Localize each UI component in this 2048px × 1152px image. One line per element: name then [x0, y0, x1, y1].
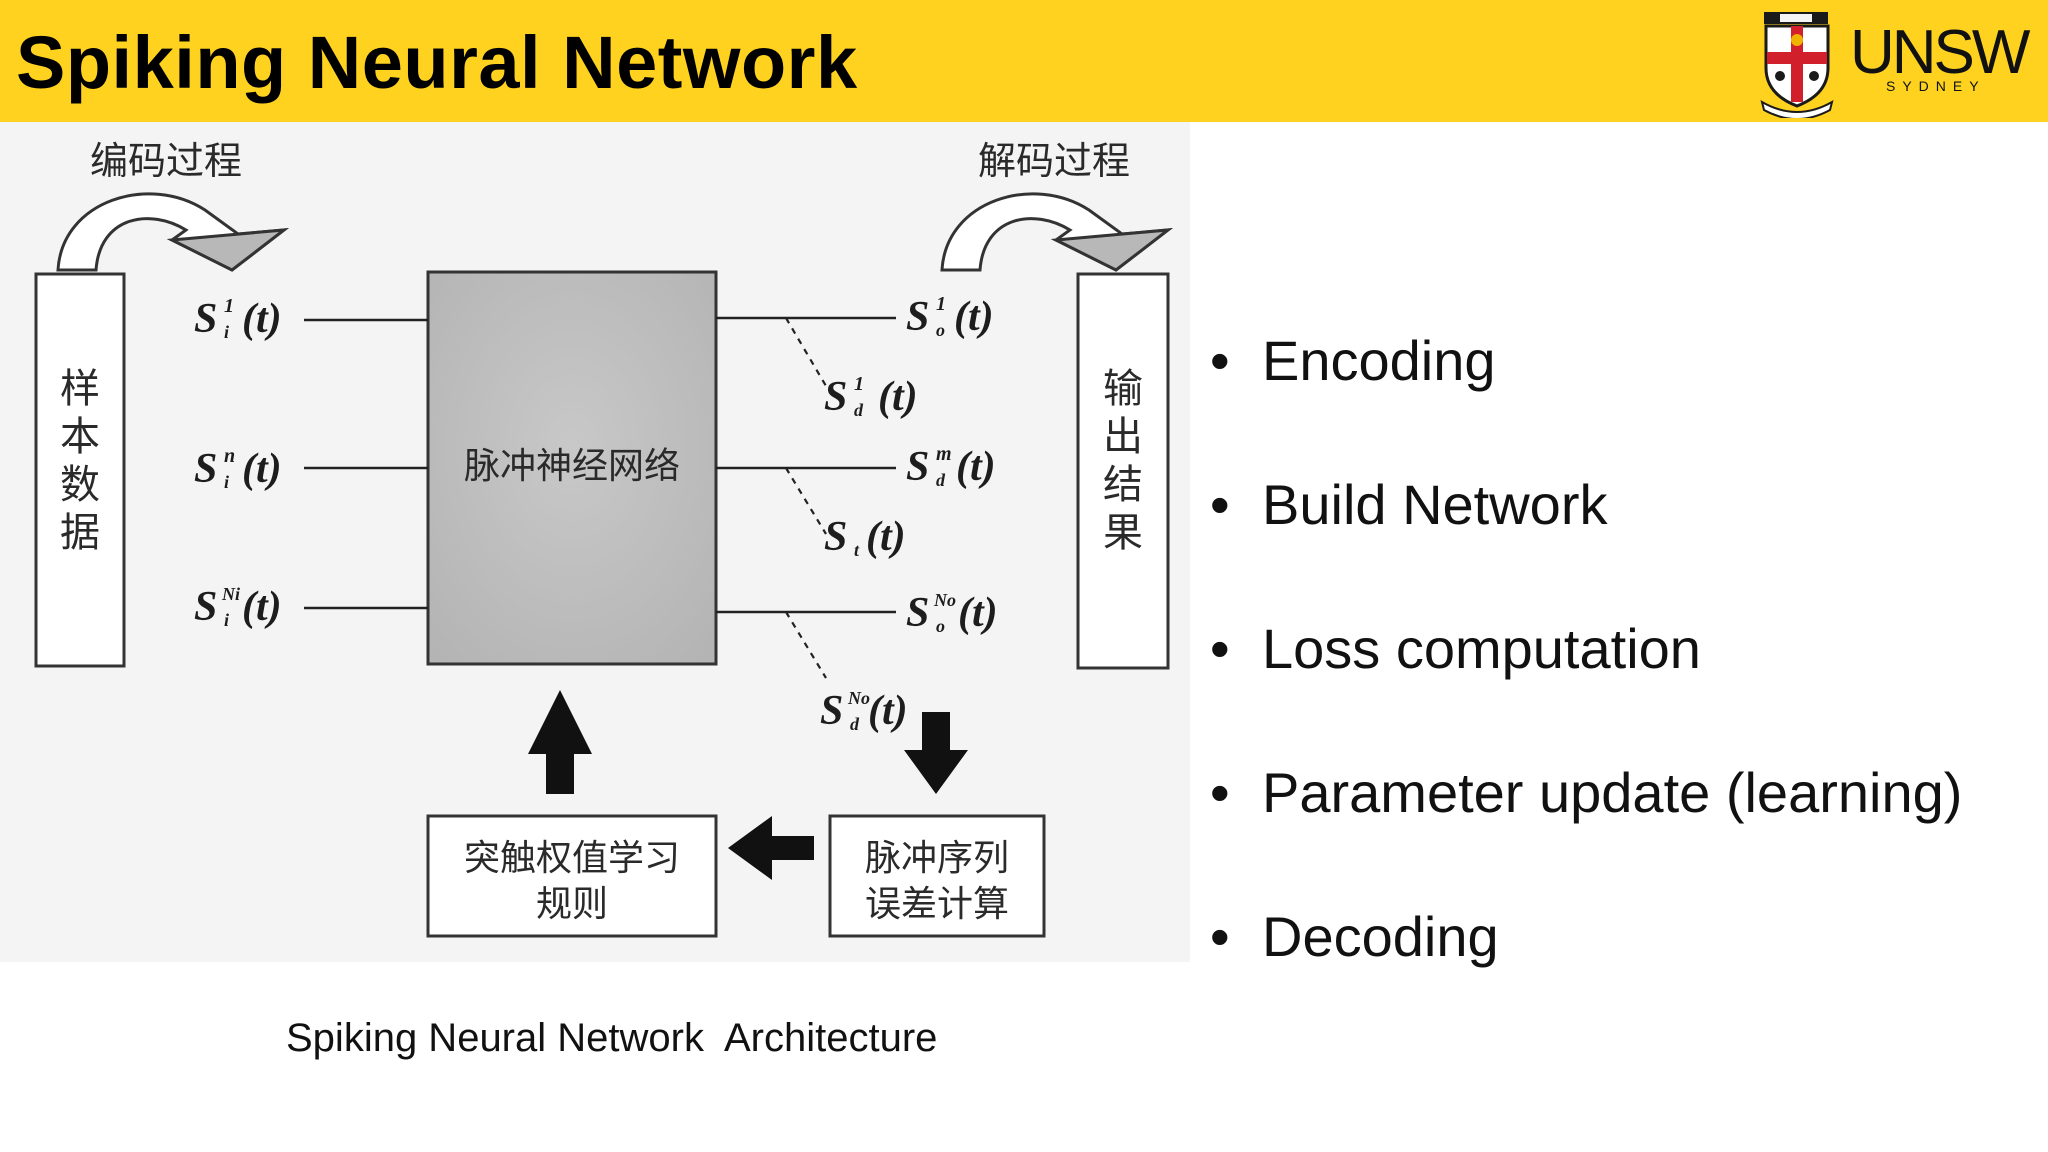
logo-wordmark: UNSW — [1850, 18, 2030, 87]
svg-text:No: No — [933, 590, 956, 610]
learning-rule-line1: 突触权值学习 — [464, 838, 680, 879]
bullet-text: Encoding — [1262, 329, 1496, 392]
svg-text:1: 1 — [854, 373, 864, 395]
learning-rule-line2: 规则 — [536, 884, 608, 925]
output-box-char: 出 — [1103, 414, 1143, 460]
svg-text:S: S — [906, 294, 929, 340]
encoding-arrow-icon — [56, 192, 289, 272]
svg-text:(t): (t) — [956, 444, 996, 490]
bullet-text: Parameter update (learning) — [1262, 761, 1963, 824]
svg-text:i: i — [224, 610, 229, 630]
spiking-network-box — [426, 270, 718, 666]
input-sample-box — [34, 272, 126, 668]
input-box-char: 本 — [60, 414, 100, 460]
output-spike-no: S No o (t) — [906, 590, 998, 636]
bullet-icon: • — [1210, 473, 1230, 536]
svg-text:(t): (t) — [866, 514, 906, 560]
desired-spike-no: S No d (t) — [820, 688, 908, 734]
encoding-process-label: 编码过程 — [90, 139, 242, 183]
output-lines — [716, 316, 896, 614]
svg-text:(t): (t) — [878, 374, 918, 420]
bullet-icon: • — [1210, 761, 1230, 824]
error-calc-line2: 误差计算 — [865, 884, 1009, 925]
error-calc-box — [828, 814, 1046, 938]
svg-text:d: d — [854, 400, 864, 420]
bullet-icon: • — [1210, 617, 1230, 680]
unsw-logo: UNSW SYDNEY — [1758, 10, 2030, 118]
bullet-text: Loss computation — [1262, 617, 1701, 680]
svg-text:S: S — [906, 590, 929, 636]
svg-text:S: S — [194, 296, 217, 342]
input-spike-ni: S Ni i (t) — [194, 584, 282, 630]
output-spike-1: S 1 o (t) — [906, 293, 994, 340]
up-arrow-icon — [528, 690, 592, 794]
output-spike-m: S m d (t) — [906, 443, 996, 490]
svg-text:i: i — [224, 322, 229, 342]
svg-text:S: S — [194, 446, 217, 492]
svg-text:(t): (t) — [954, 294, 994, 340]
diagram-caption: Spiking Neural Network Architecture — [286, 1016, 938, 1060]
svg-text:(t): (t) — [242, 446, 282, 492]
svg-text:(t): (t) — [958, 590, 998, 636]
svg-text:S: S — [194, 584, 217, 630]
learning-rule-box — [426, 814, 718, 938]
bullet-icon: • — [1210, 329, 1230, 392]
svg-text:(t): (t) — [242, 584, 282, 630]
input-spike-n: S n i (t) — [194, 445, 282, 492]
desired-spike-t: S t (t) — [824, 514, 906, 560]
svg-text:m: m — [936, 443, 952, 465]
slide-title: Spiking Neural Network — [16, 21, 858, 104]
left-arrow-icon — [728, 816, 814, 880]
output-box-char: 结 — [1103, 462, 1143, 508]
svg-text:Ni: Ni — [221, 584, 240, 604]
svg-text:o: o — [936, 616, 945, 636]
input-box-char: 样 — [60, 366, 100, 412]
svg-text:1: 1 — [936, 293, 946, 315]
architecture-diagram: 编码过程 解码过程 样 本 数 据 输 出 结 果 脉冲神经网络 — [0, 122, 1190, 962]
svg-text:(t): (t) — [242, 296, 282, 342]
bullet-icon: • — [1210, 905, 1230, 968]
desired-spike-1: S 1 d (t) — [824, 373, 918, 420]
svg-text:i: i — [224, 472, 229, 492]
decoding-arrow-icon — [940, 192, 1173, 272]
svg-text:(t): (t) — [868, 688, 908, 734]
svg-text:d: d — [936, 470, 946, 490]
svg-text:o: o — [936, 320, 945, 340]
svg-text:S: S — [820, 688, 843, 734]
logo-subtitle: SYDNEY — [1886, 78, 1986, 94]
input-box-char: 据 — [60, 510, 100, 556]
output-result-box — [1076, 272, 1170, 670]
error-calc-line1: 脉冲序列 — [865, 838, 1009, 879]
input-lines — [304, 318, 428, 610]
svg-text:S: S — [824, 374, 847, 420]
svg-text:No: No — [847, 688, 870, 708]
title-bar: Spiking Neural Network UNSW SYDNEY — [0, 0, 2048, 122]
down-arrow-icon — [904, 712, 968, 794]
output-box-char: 输 — [1103, 366, 1143, 412]
svg-text:1: 1 — [224, 295, 234, 317]
output-box-char: 果 — [1103, 510, 1143, 556]
svg-text:n: n — [224, 445, 235, 467]
svg-text:S: S — [906, 444, 929, 490]
bullet-text: Decoding — [1262, 905, 1499, 968]
input-spike-1: S 1 i (t) — [194, 295, 282, 342]
input-box-char: 数 — [60, 462, 100, 508]
decoding-process-label: 解码过程 — [978, 139, 1130, 183]
unsw-crest-icon — [1760, 12, 1834, 118]
svg-text:d: d — [850, 714, 860, 734]
svg-text:S: S — [824, 514, 847, 560]
svg-text:t: t — [854, 540, 860, 560]
desired-dashed-lines — [785, 317, 827, 679]
bullet-text: Build Network — [1262, 473, 1608, 536]
network-label: 脉冲神经网络 — [464, 446, 680, 487]
